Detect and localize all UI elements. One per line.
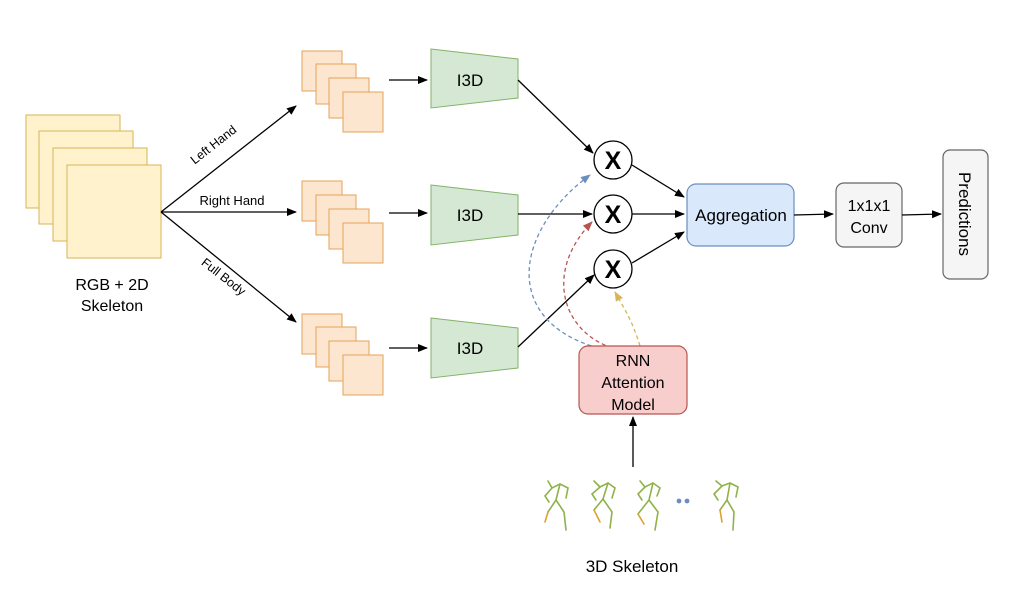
left-hand-branch-arrow <box>160 105 297 213</box>
multiply-node-bottom: X <box>593 249 633 289</box>
conv-label-line2: Conv <box>850 220 887 237</box>
aggregation-to-conv-arrow <box>793 210 834 219</box>
rnn-label-line3: Model <box>611 397 655 414</box>
skeleton-figure-2 <box>590 480 616 529</box>
left-hand-label: Left Hand <box>188 123 239 167</box>
multiply-to-aggregation-arrow-top <box>631 164 685 198</box>
skeleton-figure-3 <box>636 480 661 531</box>
conv-to-predictions-arrow <box>901 210 942 219</box>
conv-block <box>835 182 903 248</box>
multiply-symbol-middle: X <box>605 201 622 229</box>
attention-arrow-blue <box>528 174 599 349</box>
predictions-label: Predictions <box>955 172 974 256</box>
i3d-label-top: I3D <box>457 71 483 90</box>
full-body-branch-arrow <box>160 211 297 323</box>
i3d-block-middle <box>430 184 519 246</box>
full-body-crop-stack <box>301 313 384 396</box>
attention-arrow-yellow <box>614 291 641 347</box>
i3d-block-top <box>430 48 519 109</box>
predictions-block <box>942 149 989 280</box>
input-frame-stack <box>25 114 162 259</box>
i3d-label-middle: I3D <box>457 206 483 225</box>
i3d-label-bottom: I3D <box>457 339 483 358</box>
conv-label-line1: 1x1x1 <box>848 198 891 215</box>
aggregation-label: Aggregation <box>695 206 787 225</box>
i3d-to-multiply-arrow-bottom <box>517 274 595 348</box>
rnn-label-line1: RNN <box>616 353 651 370</box>
multiply-symbol-top: X <box>605 147 622 175</box>
attention-arrow-red <box>563 221 613 349</box>
right-hand-label: Right Hand <box>199 193 264 208</box>
skeleton-label: 3D Skeleton <box>586 557 679 576</box>
input-label-line2: Skeleton <box>81 298 143 315</box>
right-hand-crop-stack <box>301 180 384 264</box>
i3d-block-bottom <box>430 317 519 379</box>
multiply-node-top: X <box>593 140 633 180</box>
skeleton-figure-4 <box>712 480 739 531</box>
rnn-attention-block <box>578 345 688 415</box>
input-label-line1: RGB + 2D <box>75 277 148 294</box>
left-hand-crop-stack <box>301 50 384 133</box>
multiply-to-aggregation-arrow-bottom <box>631 231 685 264</box>
rnn-label-line2: Attention <box>601 375 664 392</box>
skeleton-continuation-dots <box>676 498 690 504</box>
multiply-node-middle: X <box>593 194 633 234</box>
skeleton-figure-1 <box>543 480 569 531</box>
i3d-to-multiply-arrow-top <box>517 79 594 154</box>
multiply-symbol-bottom: X <box>605 256 622 284</box>
